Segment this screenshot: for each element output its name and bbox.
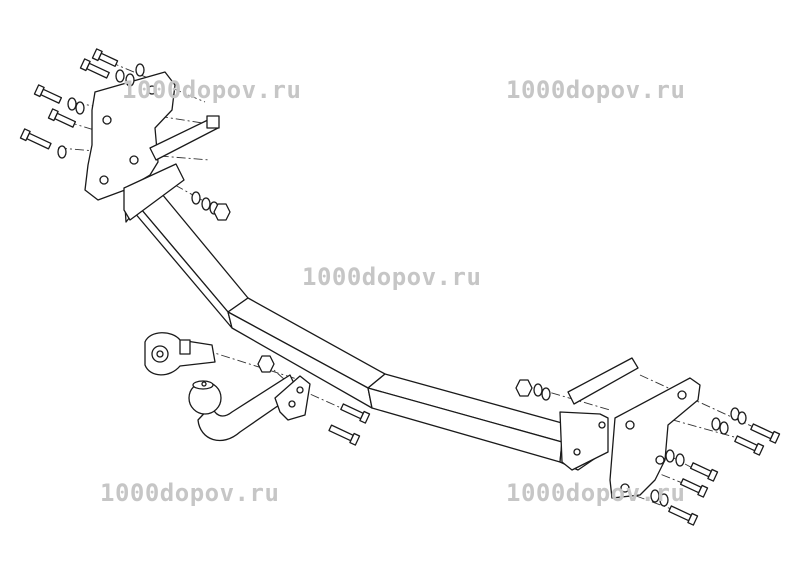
- electrical-socket-plate: [144, 332, 216, 376]
- tow-ball-neck: [197, 374, 311, 442]
- tow-ball: [188, 380, 222, 415]
- washers-left: [57, 63, 219, 215]
- bolts-left: [19, 48, 119, 150]
- washers-right: [533, 383, 747, 507]
- bolts-right: [328, 403, 781, 526]
- left-bracket: [84, 71, 220, 221]
- right-bracket: [559, 357, 701, 499]
- crossbar: [123, 174, 603, 471]
- nuts-left: [213, 203, 275, 373]
- nuts-right: [515, 379, 533, 397]
